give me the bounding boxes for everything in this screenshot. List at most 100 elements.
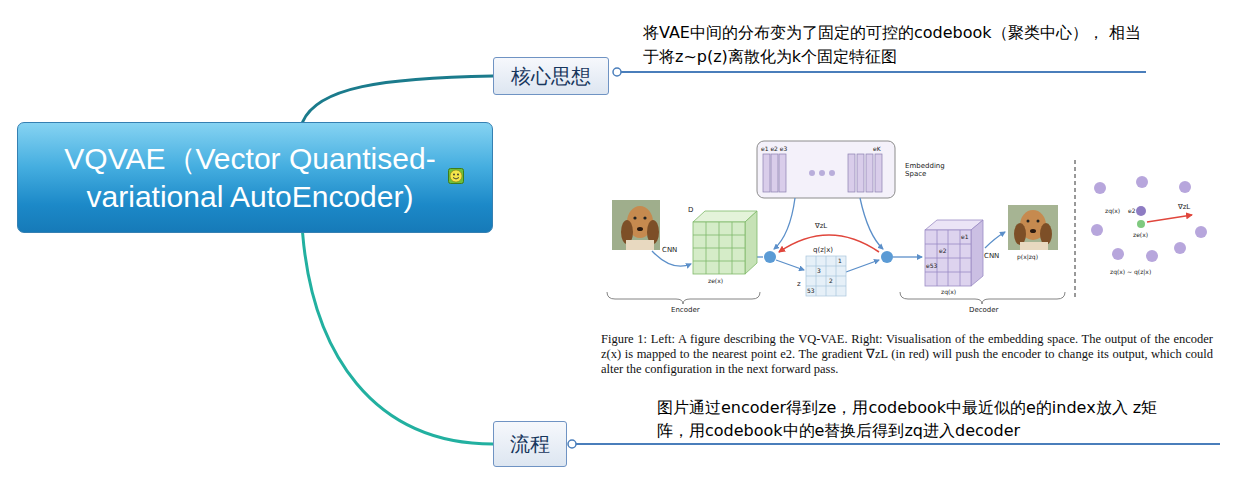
figure-label: zq(x) ~ q(z|x) (1110, 268, 1151, 275)
note-text: 图片通过encoder得到ze，用codebook中最近似的e的index放入 … (657, 396, 1167, 442)
figure-label: 53 (807, 287, 815, 294)
encoder-output-cube (693, 222, 745, 274)
flow-arrows (776, 260, 804, 270)
figure-label: e53 (926, 262, 937, 269)
embedding-space (829, 170, 835, 176)
figure-label: Encoder (671, 306, 700, 314)
smiley-icon (453, 174, 455, 176)
output-image (1037, 220, 1040, 223)
embedding-space (757, 141, 895, 198)
topic-underline (568, 68, 1220, 448)
figure-label: zq(x) (941, 288, 956, 295)
smiley-icon (449, 169, 464, 184)
topic-underline (576, 443, 1220, 445)
embedding-points (1147, 215, 1192, 222)
figure-label: q(z|x) (813, 246, 833, 254)
figure-label: e1 e2 e3 (761, 145, 787, 152)
embedding-points (1137, 220, 1145, 228)
figure-label: eK (873, 145, 881, 152)
output-image (1014, 223, 1026, 245)
smiley-icon (453, 178, 459, 180)
decoder-input-cube (925, 230, 971, 286)
topic-underline (621, 71, 1146, 73)
embedding-points (1094, 182, 1106, 194)
input-image (626, 240, 654, 250)
embedding-space (848, 154, 855, 192)
embedding-space (779, 154, 786, 192)
divider (1075, 160, 1076, 300)
embedding-points (1112, 248, 1124, 260)
input-image (612, 200, 660, 250)
note-text: 将VAE中间的分布变为了固定的可控的codebook（聚类中心）， 相当于将z~… (643, 21, 1143, 69)
figure-label: ∇zL (1178, 203, 1190, 211)
embedding-space (866, 154, 873, 192)
index-grid (806, 256, 846, 296)
brace (607, 292, 760, 304)
flow-arrows (774, 198, 795, 249)
flow-arrows (757, 256, 763, 257)
figure-label: e2 (939, 247, 947, 254)
decoder-input-cube (925, 220, 983, 286)
input-image (612, 200, 660, 250)
index-grid (806, 256, 846, 296)
figure-label: ∇zL (815, 222, 827, 230)
topic-underline (568, 440, 576, 448)
figure-label: e1 (961, 233, 969, 240)
encoder-output-cube (745, 211, 757, 274)
embedding-space (771, 154, 778, 192)
flow-arrows (846, 260, 879, 272)
input-image (633, 216, 636, 219)
branch-connector (303, 76, 493, 122)
embedding-points (1195, 226, 1207, 238)
embedding-points (1091, 224, 1103, 236)
topic-text: 流程 (510, 431, 550, 457)
decoder-input-cube (925, 230, 971, 286)
quantise-node (764, 251, 776, 263)
output-image (1008, 205, 1058, 250)
figure-label: Embedding Space (905, 162, 945, 179)
embedding-space (809, 170, 815, 176)
quantise-node (881, 251, 893, 263)
embedding-points (1091, 176, 1207, 262)
figure-label: e2 (1128, 207, 1136, 214)
smiley-icon (448, 168, 464, 184)
embedding-space (875, 154, 882, 192)
embedding-points (1174, 242, 1186, 254)
topic-text: 核心思想 (511, 63, 591, 89)
flow-arrows (985, 232, 1005, 248)
input-image (637, 227, 643, 231)
figure-label: Decoder (969, 306, 998, 314)
embedding-space (763, 154, 770, 192)
output-image (1020, 242, 1048, 250)
figure-label: zq(x) (1105, 207, 1120, 214)
branch-connector (303, 233, 493, 444)
figure-caption: Figure 1: Left: A figure describing the … (601, 332, 1213, 377)
figure-label: z (797, 280, 801, 288)
topic-box: 流程 (493, 421, 567, 467)
decoder-input-cube (971, 220, 983, 286)
index-grid (806, 256, 846, 296)
figure-label: ze(x) (708, 277, 723, 284)
smiley-icon (457, 174, 459, 176)
topic-box: 核心思想 (493, 57, 609, 95)
embedding-space (819, 170, 825, 176)
embedding-points (1136, 176, 1148, 188)
figure-label: CNN (662, 246, 677, 254)
brace (900, 292, 1065, 304)
flow-arrows (860, 198, 883, 249)
figure-label: p(x|zq) (1017, 253, 1038, 260)
input-image (643, 216, 646, 219)
figure-label: 1 (838, 257, 842, 264)
encoder-output-cube (693, 222, 745, 274)
figure-label: 3 (817, 267, 821, 274)
divider (1075, 160, 1076, 300)
embedding-points (1136, 206, 1146, 216)
embedding-points (1179, 181, 1191, 193)
figure-label: ze(x) (1133, 231, 1148, 238)
figure-label: CNN (984, 252, 999, 260)
output-image (1030, 229, 1036, 233)
smiley-icon (450, 170, 462, 182)
output-image (1040, 223, 1052, 245)
output-image (1027, 220, 1030, 223)
